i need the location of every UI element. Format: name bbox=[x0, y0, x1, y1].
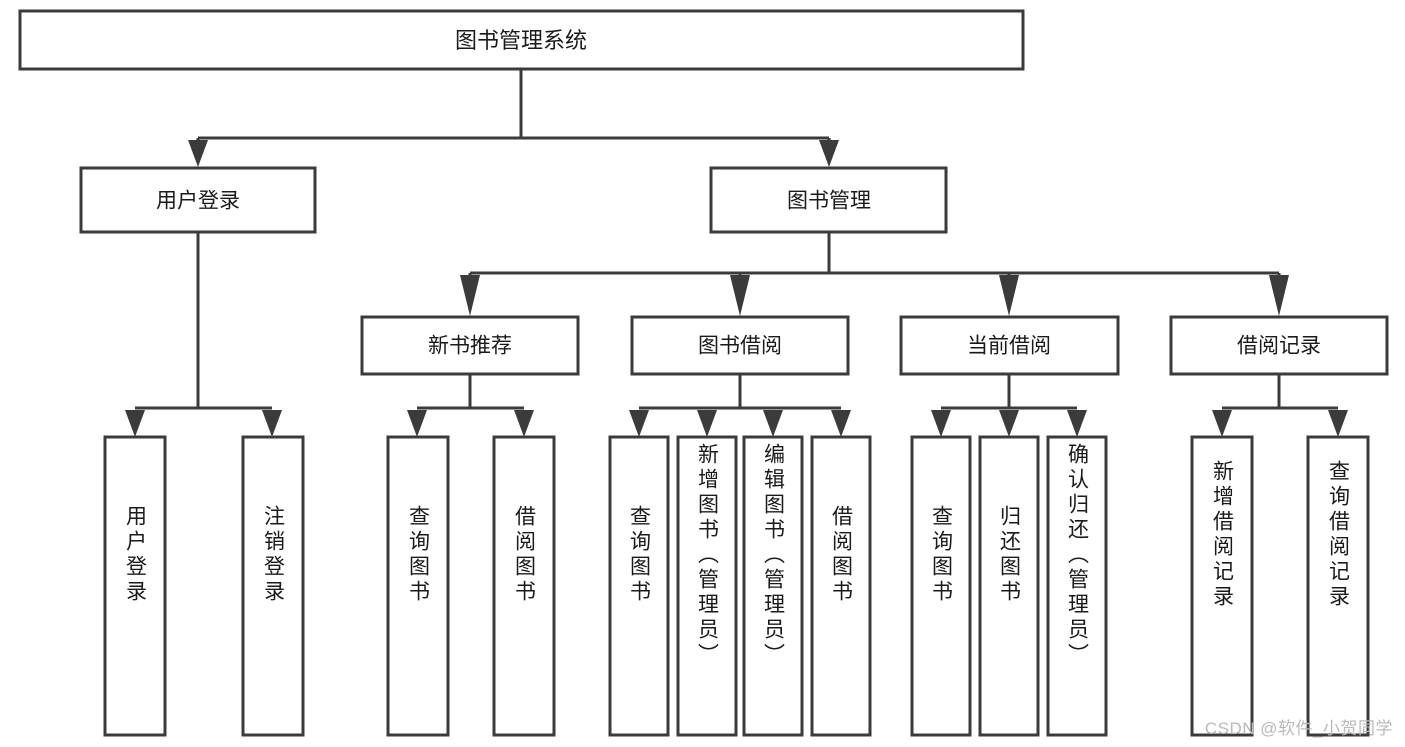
leaf-logout-login-rect[interactable] bbox=[241, 435, 305, 737]
arrow-to-borrow-record bbox=[1269, 275, 1289, 316]
node-root-rect[interactable] bbox=[18, 9, 1025, 71]
arrow-to-leaf-add-record bbox=[1212, 410, 1232, 437]
connector-group-root bbox=[188, 69, 839, 167]
node-book-borrow-label: 图书借阅 bbox=[698, 335, 782, 358]
arrow-to-current-borrow bbox=[999, 275, 1019, 316]
leaf-borrow-book-2-rect[interactable] bbox=[810, 435, 872, 737]
arrow-to-leaf-query-record bbox=[1328, 410, 1348, 437]
arrow-to-leaf-confirm-return bbox=[1067, 410, 1087, 437]
arrow-to-leaf-user-login bbox=[125, 410, 145, 437]
connector-group-user-login bbox=[125, 232, 282, 437]
node-book-manage[interactable]: 图书管理 bbox=[709, 166, 948, 234]
arrow-to-leaf-query-book-3 bbox=[931, 410, 951, 437]
arrow-to-leaf-query-book-1 bbox=[407, 410, 427, 437]
leaf-query-book-1-rect[interactable] bbox=[386, 435, 450, 737]
arrow-to-leaf-return-book bbox=[999, 410, 1019, 437]
node-user-login[interactable]: 用户登录 bbox=[79, 166, 317, 234]
node-user-login-label: 用户登录 bbox=[156, 190, 240, 213]
node-root-label: 图书管理系统 bbox=[455, 28, 587, 53]
node-new-book-recommend-rect[interactable] bbox=[360, 315, 580, 376]
leaf-query-record-rect[interactable] bbox=[1306, 435, 1370, 737]
leaf-query-book-2-rect[interactable] bbox=[608, 435, 670, 737]
arrow-to-new-book-recommend bbox=[460, 275, 480, 316]
node-book-manage-label: 图书管理 bbox=[787, 190, 871, 213]
arrow-to-user-login bbox=[188, 140, 208, 167]
leaf-query-book-3-rect[interactable] bbox=[910, 435, 972, 737]
node-book-borrow[interactable]: 图书借阅 bbox=[630, 315, 850, 376]
leaf-add-book-rect[interactable] bbox=[676, 435, 738, 737]
watermark: CSDN @软件_小贺同学 bbox=[1204, 719, 1393, 738]
leaf-add-record-rect[interactable] bbox=[1190, 435, 1254, 737]
arrow-to-leaf-logout-login bbox=[262, 410, 282, 437]
node-new-book-recommend[interactable]: 新书推荐 bbox=[360, 315, 580, 376]
arrow-to-leaf-borrow-book-1 bbox=[514, 410, 534, 437]
node-root[interactable]: 图书管理系统 bbox=[18, 9, 1025, 71]
leaf-edit-book-rect[interactable] bbox=[742, 435, 804, 737]
leaf-boxes[interactable] bbox=[103, 435, 1370, 737]
arrow-to-leaf-query-book-2 bbox=[629, 410, 649, 437]
node-user-login-rect[interactable] bbox=[79, 166, 317, 234]
leaf-borrow-book-1-rect[interactable] bbox=[492, 435, 556, 737]
connector-group-current-borrow bbox=[931, 374, 1087, 437]
arrow-to-leaf-edit-book bbox=[763, 410, 783, 437]
node-borrow-record-label: 借阅记录 bbox=[1237, 335, 1321, 358]
node-borrow-record-rect[interactable] bbox=[1169, 315, 1389, 376]
arrow-to-leaf-borrow-book-2 bbox=[831, 410, 851, 437]
node-current-borrow-rect[interactable] bbox=[899, 315, 1120, 376]
leaf-confirm-return-rect[interactable] bbox=[1046, 435, 1108, 737]
connector-group-book-borrow bbox=[629, 374, 851, 437]
connector-group-book-manage bbox=[460, 232, 1289, 316]
node-new-book-recommend-label: 新书推荐 bbox=[428, 335, 512, 358]
arrow-to-leaf-add-book bbox=[697, 410, 717, 437]
connector-group-new-book-recommend bbox=[407, 374, 534, 437]
leaf-user-login-rect[interactable] bbox=[103, 435, 167, 737]
node-book-manage-rect[interactable] bbox=[709, 166, 948, 234]
node-current-borrow-label: 当前借阅 bbox=[967, 335, 1051, 358]
arrow-to-book-borrow bbox=[730, 275, 750, 316]
arrow-to-book-manage bbox=[819, 140, 839, 167]
node-borrow-record[interactable]: 借阅记录 bbox=[1169, 315, 1389, 376]
leaf-return-book-rect[interactable] bbox=[978, 435, 1040, 737]
connector-group-borrow-record bbox=[1212, 374, 1348, 437]
node-current-borrow[interactable]: 当前借阅 bbox=[899, 315, 1120, 376]
node-book-borrow-rect[interactable] bbox=[630, 315, 850, 376]
